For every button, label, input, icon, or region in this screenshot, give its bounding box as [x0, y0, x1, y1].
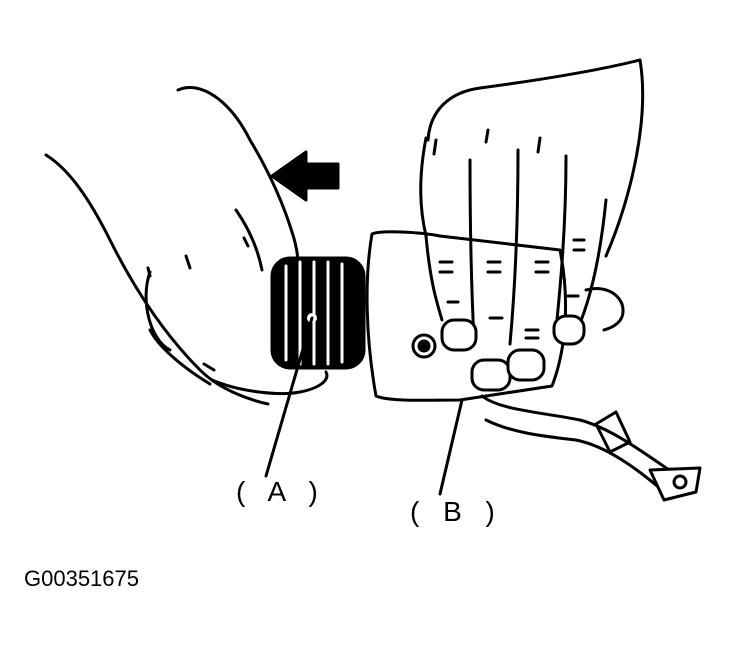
left-arrow-icon — [270, 150, 340, 202]
right-hand — [419, 58, 645, 392]
terminal-cable — [480, 394, 702, 502]
callout-b: ( B ) — [410, 496, 503, 527]
leader-line-a — [264, 316, 314, 478]
left-hand — [44, 85, 329, 406]
leader-line-b — [438, 398, 464, 496]
callout-a: ( A ) — [236, 476, 326, 507]
pinion-gear — [270, 256, 366, 370]
figure-id: G00351675 — [24, 566, 139, 591]
